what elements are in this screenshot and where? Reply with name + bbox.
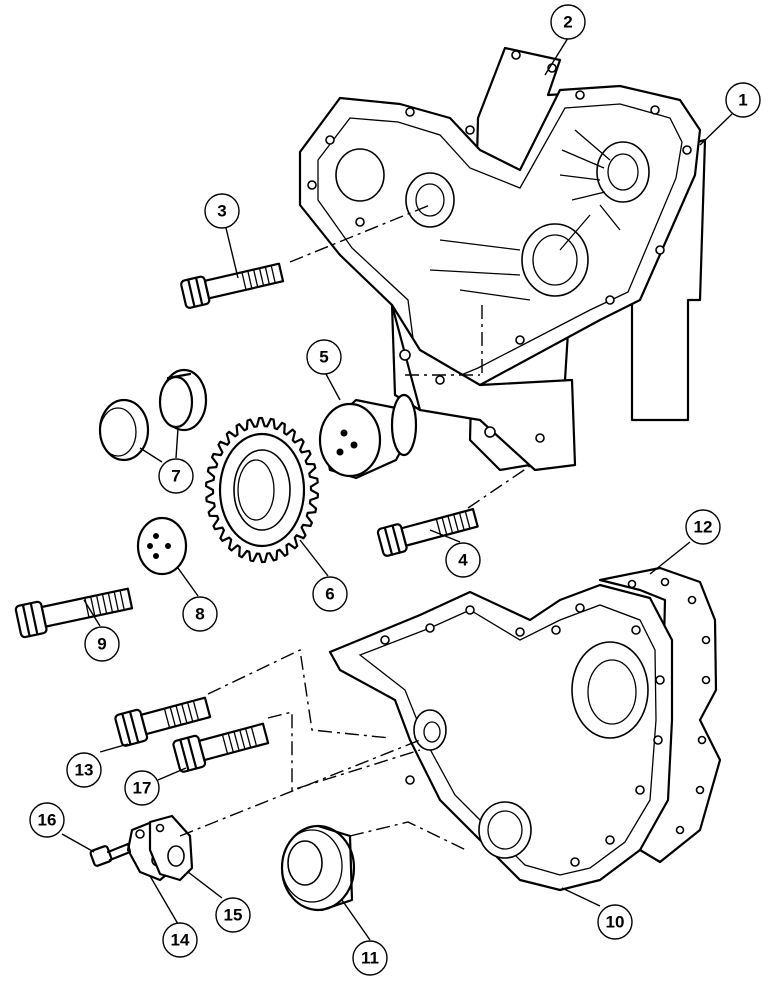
idler-gear <box>205 416 319 564</box>
callout-3-label: 3 <box>217 202 226 221</box>
callout-5-label: 5 <box>319 348 328 367</box>
washer-plate <box>98 398 150 462</box>
callout-4-label: 4 <box>458 551 468 570</box>
bolt-17 <box>172 722 270 773</box>
callout-6: 6 <box>312 576 348 612</box>
thrust-bush <box>158 368 208 432</box>
front-timing-cover <box>328 583 674 892</box>
idler-hub <box>318 393 418 480</box>
callout-9-label: 9 <box>97 635 106 654</box>
callout-7-label: 7 <box>171 467 180 486</box>
bolt-13 <box>114 696 212 747</box>
callout-16-label: 16 <box>38 811 57 830</box>
crankshaft-seal <box>280 824 356 912</box>
callout-2-label: 2 <box>563 13 572 32</box>
callout-14-label: 14 <box>171 931 190 950</box>
callout-15-label: 15 <box>224 906 243 925</box>
retaining-plate <box>136 516 188 576</box>
timing-gear-housing <box>298 84 702 472</box>
callout-1: 1 <box>725 82 761 118</box>
callout-8: 8 <box>182 596 218 632</box>
callout-2: 2 <box>550 4 586 40</box>
small-screw <box>89 842 132 867</box>
alignment-lines <box>179 204 531 851</box>
callout-14: 14 <box>162 922 198 958</box>
callout-12-label: 12 <box>694 518 713 537</box>
leader-lines <box>61 37 733 941</box>
callout-9: 9 <box>84 626 120 662</box>
cover-plate <box>148 814 194 882</box>
callout-17: 17 <box>124 770 160 806</box>
callout-6-label: 6 <box>325 585 334 604</box>
callout-5: 5 <box>306 339 342 375</box>
callout-8-label: 8 <box>195 605 204 624</box>
callout-11: 11 <box>352 940 388 976</box>
callout-3: 3 <box>204 193 240 229</box>
callout-17-label: 17 <box>133 779 152 798</box>
callout-15: 15 <box>215 897 251 933</box>
callout-7: 7 <box>158 458 194 494</box>
bolt-4 <box>376 508 479 557</box>
bolt-9 <box>14 587 134 639</box>
callout-10: 10 <box>597 904 633 940</box>
bolt-3 <box>180 262 285 309</box>
callout-13: 13 <box>66 752 102 788</box>
callout-10-label: 10 <box>606 913 625 932</box>
callout-13-label: 13 <box>75 761 94 780</box>
callout-12: 12 <box>685 509 721 545</box>
callout-1-label: 1 <box>738 91 747 110</box>
callout-4: 4 <box>445 542 481 578</box>
callout-16: 16 <box>29 802 65 838</box>
callout-11-label: 11 <box>361 949 379 968</box>
